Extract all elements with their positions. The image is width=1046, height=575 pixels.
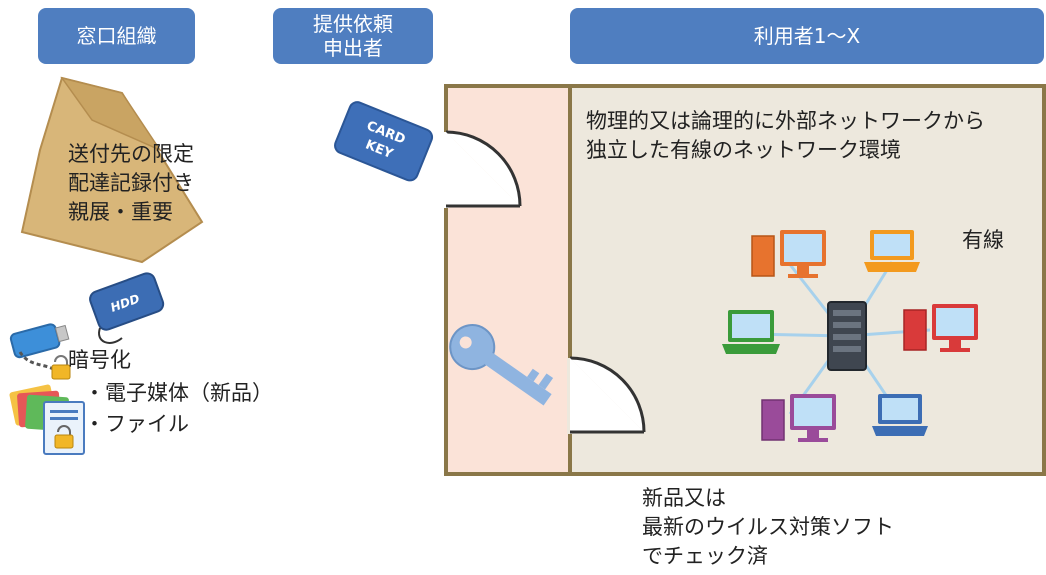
laptop-orange-icon bbox=[864, 230, 920, 272]
room bbox=[443, 84, 1046, 476]
header-users-label: 利用者1〜X bbox=[753, 24, 861, 48]
note-line-2: 最新のウイルス対策ソフト bbox=[642, 515, 894, 539]
chain-icon bbox=[18, 351, 59, 374]
padlock-icon bbox=[51, 355, 71, 380]
envelope-text: 送付先の限定 配達記録付き 親展・重要 bbox=[68, 140, 194, 227]
envelope-line-1: 送付先の限定 bbox=[68, 142, 194, 166]
header-requester-line1: 提供依頼 bbox=[313, 12, 393, 36]
desktop-pc-purple-icon bbox=[761, 394, 836, 442]
header-window-org-label: 窓口組織 bbox=[76, 24, 157, 48]
envelope-line-3: 親展・重要 bbox=[68, 200, 173, 224]
laptop-blue-icon bbox=[872, 394, 928, 436]
hdd-cable bbox=[98, 327, 123, 344]
file-stack-icon bbox=[9, 384, 85, 455]
media-item-file: ・ファイル bbox=[84, 412, 189, 436]
network-description-line-1: 物理的又は論理的に外部ネットワークから bbox=[586, 109, 985, 133]
key-icon bbox=[449, 324, 554, 406]
media-check-note: 新品又は 最新のウイルス対策ソフト でチェック済 bbox=[642, 484, 894, 571]
header-requester: 提供依頼 申出者 bbox=[273, 8, 433, 64]
laptop-green-icon bbox=[722, 310, 780, 354]
envelope-line-2: 配達記録付き bbox=[68, 171, 194, 195]
server-icon bbox=[827, 301, 867, 371]
header-users: 利用者1〜X bbox=[570, 8, 1044, 64]
network-description: 物理的又は論理的に外部ネットワークから 独立した有線のネットワーク環境 bbox=[586, 107, 985, 165]
hdd-icon: HDD bbox=[89, 272, 165, 331]
media-item-electronic: ・電子媒体（新品） bbox=[84, 381, 273, 405]
card-key-icon: CARD KEY bbox=[334, 101, 434, 182]
inner-door bbox=[569, 356, 646, 434]
header-window-org: 窓口組織 bbox=[38, 8, 195, 64]
note-line-1: 新品又は bbox=[642, 486, 726, 510]
envelope-icon bbox=[20, 76, 204, 264]
encrypt-label: 暗号化 bbox=[68, 348, 131, 372]
network-description-line-2: 独立した有線のネットワーク環境 bbox=[586, 138, 901, 162]
wired-label: 有線 bbox=[962, 228, 1004, 252]
header-requester-line2: 申出者 bbox=[323, 36, 383, 60]
entrance-door bbox=[445, 130, 522, 208]
desktop-pc-red-icon bbox=[903, 304, 978, 352]
desktop-pc-orange-icon bbox=[751, 230, 826, 278]
note-line-3: でチェック済 bbox=[642, 544, 768, 568]
usb-stick-icon bbox=[9, 323, 70, 359]
